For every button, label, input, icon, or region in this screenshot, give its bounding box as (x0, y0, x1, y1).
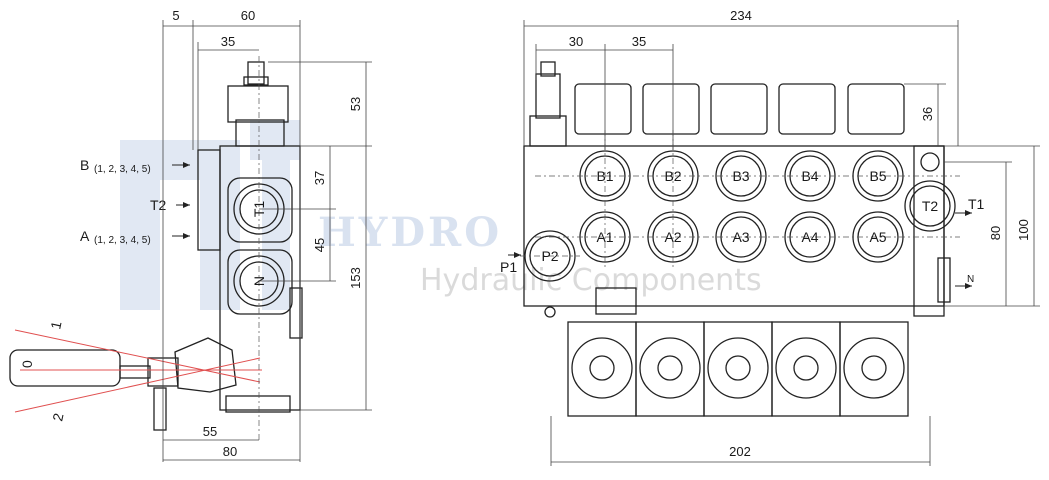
side-side-step (289, 287, 303, 339)
label-a-letter: A (80, 228, 90, 244)
side-dimension-lines (162, 20, 372, 462)
front-arrows (508, 210, 972, 289)
side-top-nut (247, 61, 265, 85)
label-b-ports: (1, 2, 3, 4, 5) (94, 164, 151, 175)
label-n: N (967, 274, 974, 285)
side-arrows (172, 162, 190, 239)
dim-front-36: 36 (920, 107, 935, 121)
dim-front-30: 30 (569, 34, 583, 49)
lever-position-0: 0 (19, 360, 35, 368)
label-t2: T2 (150, 197, 167, 213)
port-t2: T2 (922, 198, 939, 214)
port-a2: A2 (664, 229, 681, 245)
side-lever-linkage (153, 387, 167, 431)
dim-side-60: 60 (241, 8, 255, 23)
side-port-block (197, 149, 221, 251)
label-a-ports: (1, 2, 3, 4, 5) (94, 235, 151, 246)
port-b1: B1 (596, 168, 613, 184)
dim-front-100: 100 (1016, 219, 1031, 241)
port-b2: B2 (664, 168, 681, 184)
watermark: HYDRO Hydraulic Components (120, 120, 762, 310)
label-p1: P1 (500, 259, 517, 275)
dim-side-53: 53 (348, 97, 363, 111)
lever-position-1: 1 (47, 319, 64, 330)
dim-side-35: 35 (221, 34, 235, 49)
label-b-letter: B (80, 157, 89, 173)
dim-side-55: 55 (203, 424, 217, 439)
side-t1-boss (227, 177, 293, 243)
dim-side-80: 80 (223, 444, 237, 459)
lever-line-2 (14, 357, 261, 413)
port-b4: B4 (801, 168, 818, 184)
dim-side-5: 5 (172, 8, 179, 23)
lever-position-lines (14, 329, 262, 413)
front-centerlines (520, 130, 960, 270)
side-top-nut-base (243, 76, 269, 86)
dim-side-153: 153 (348, 267, 363, 289)
port-a3: A3 (732, 229, 749, 245)
side-lever-housing (174, 337, 237, 393)
lever-line-1 (14, 329, 261, 383)
side-bottom-cap (225, 395, 291, 413)
port-b3: B3 (732, 168, 749, 184)
side-lever-rod (119, 365, 151, 379)
port-p2: P2 (541, 248, 558, 264)
side-lever-handle (9, 349, 121, 387)
front-dimension-lines (523, 20, 1040, 466)
side-top-cap (227, 85, 289, 123)
dim-front-80: 80 (988, 226, 1003, 240)
watermark-logo (120, 120, 300, 310)
label-t1: T1 (968, 196, 985, 212)
side-n-boss (227, 249, 293, 315)
dim-side-37: 37 (312, 171, 327, 185)
dim-front-234: 234 (730, 8, 752, 23)
lever-position-2: 2 (49, 411, 66, 422)
port-a1: A1 (596, 229, 613, 245)
port-b5: B5 (869, 168, 886, 184)
port-a5: A5 (869, 229, 886, 245)
dim-side-45: 45 (312, 238, 327, 252)
dim-front-35: 35 (632, 34, 646, 49)
port-a4: A4 (801, 229, 818, 245)
watermark-brand: HYDRO (318, 209, 502, 256)
dim-front-202: 202 (729, 444, 751, 459)
watermark-tagline: Hydraulic Components (420, 263, 762, 298)
